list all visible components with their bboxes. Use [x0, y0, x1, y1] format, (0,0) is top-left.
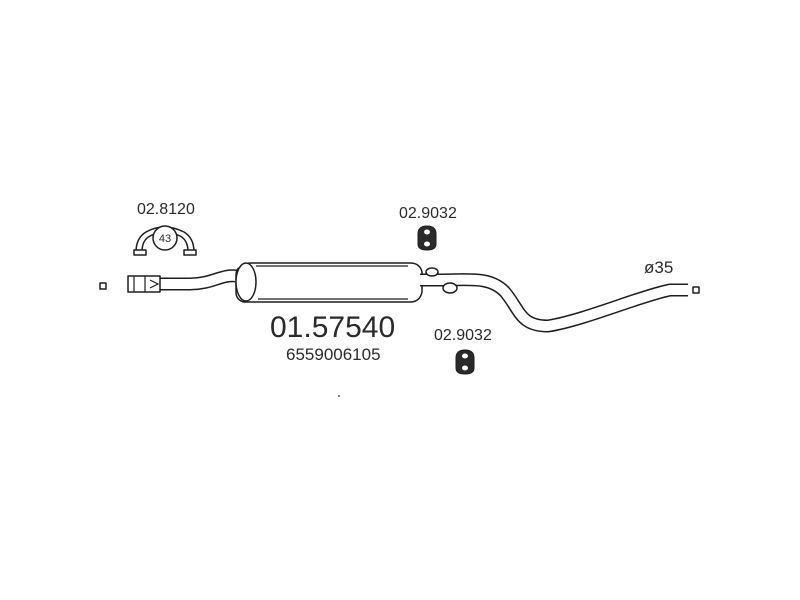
main-part-number: 01.57540	[270, 311, 395, 344]
center-muffler	[235, 262, 423, 303]
oem-part-number: 6559006105	[286, 345, 381, 364]
upper-hanger-part-number: 02.9032	[399, 205, 457, 222]
stray-dot	[338, 395, 340, 397]
pipe-hanger-bracket	[425, 267, 458, 294]
inlet-end-marker	[99, 282, 107, 290]
lower-hanger-part-number: 02.9032	[434, 327, 492, 344]
tailpipe-diameter-label: ø35	[644, 258, 673, 277]
clamp-icon: 43	[133, 225, 197, 256]
rubber-hanger-icon	[417, 225, 437, 251]
front-pipe	[138, 269, 237, 291]
outlet-end-marker	[692, 286, 700, 294]
rear-pipe	[420, 273, 688, 333]
rubber-hanger-icon	[455, 349, 475, 375]
clamp-size-label: 43	[159, 233, 171, 245]
inlet-flange	[127, 275, 161, 293]
clamp-part-number: 02.8120	[137, 201, 195, 218]
